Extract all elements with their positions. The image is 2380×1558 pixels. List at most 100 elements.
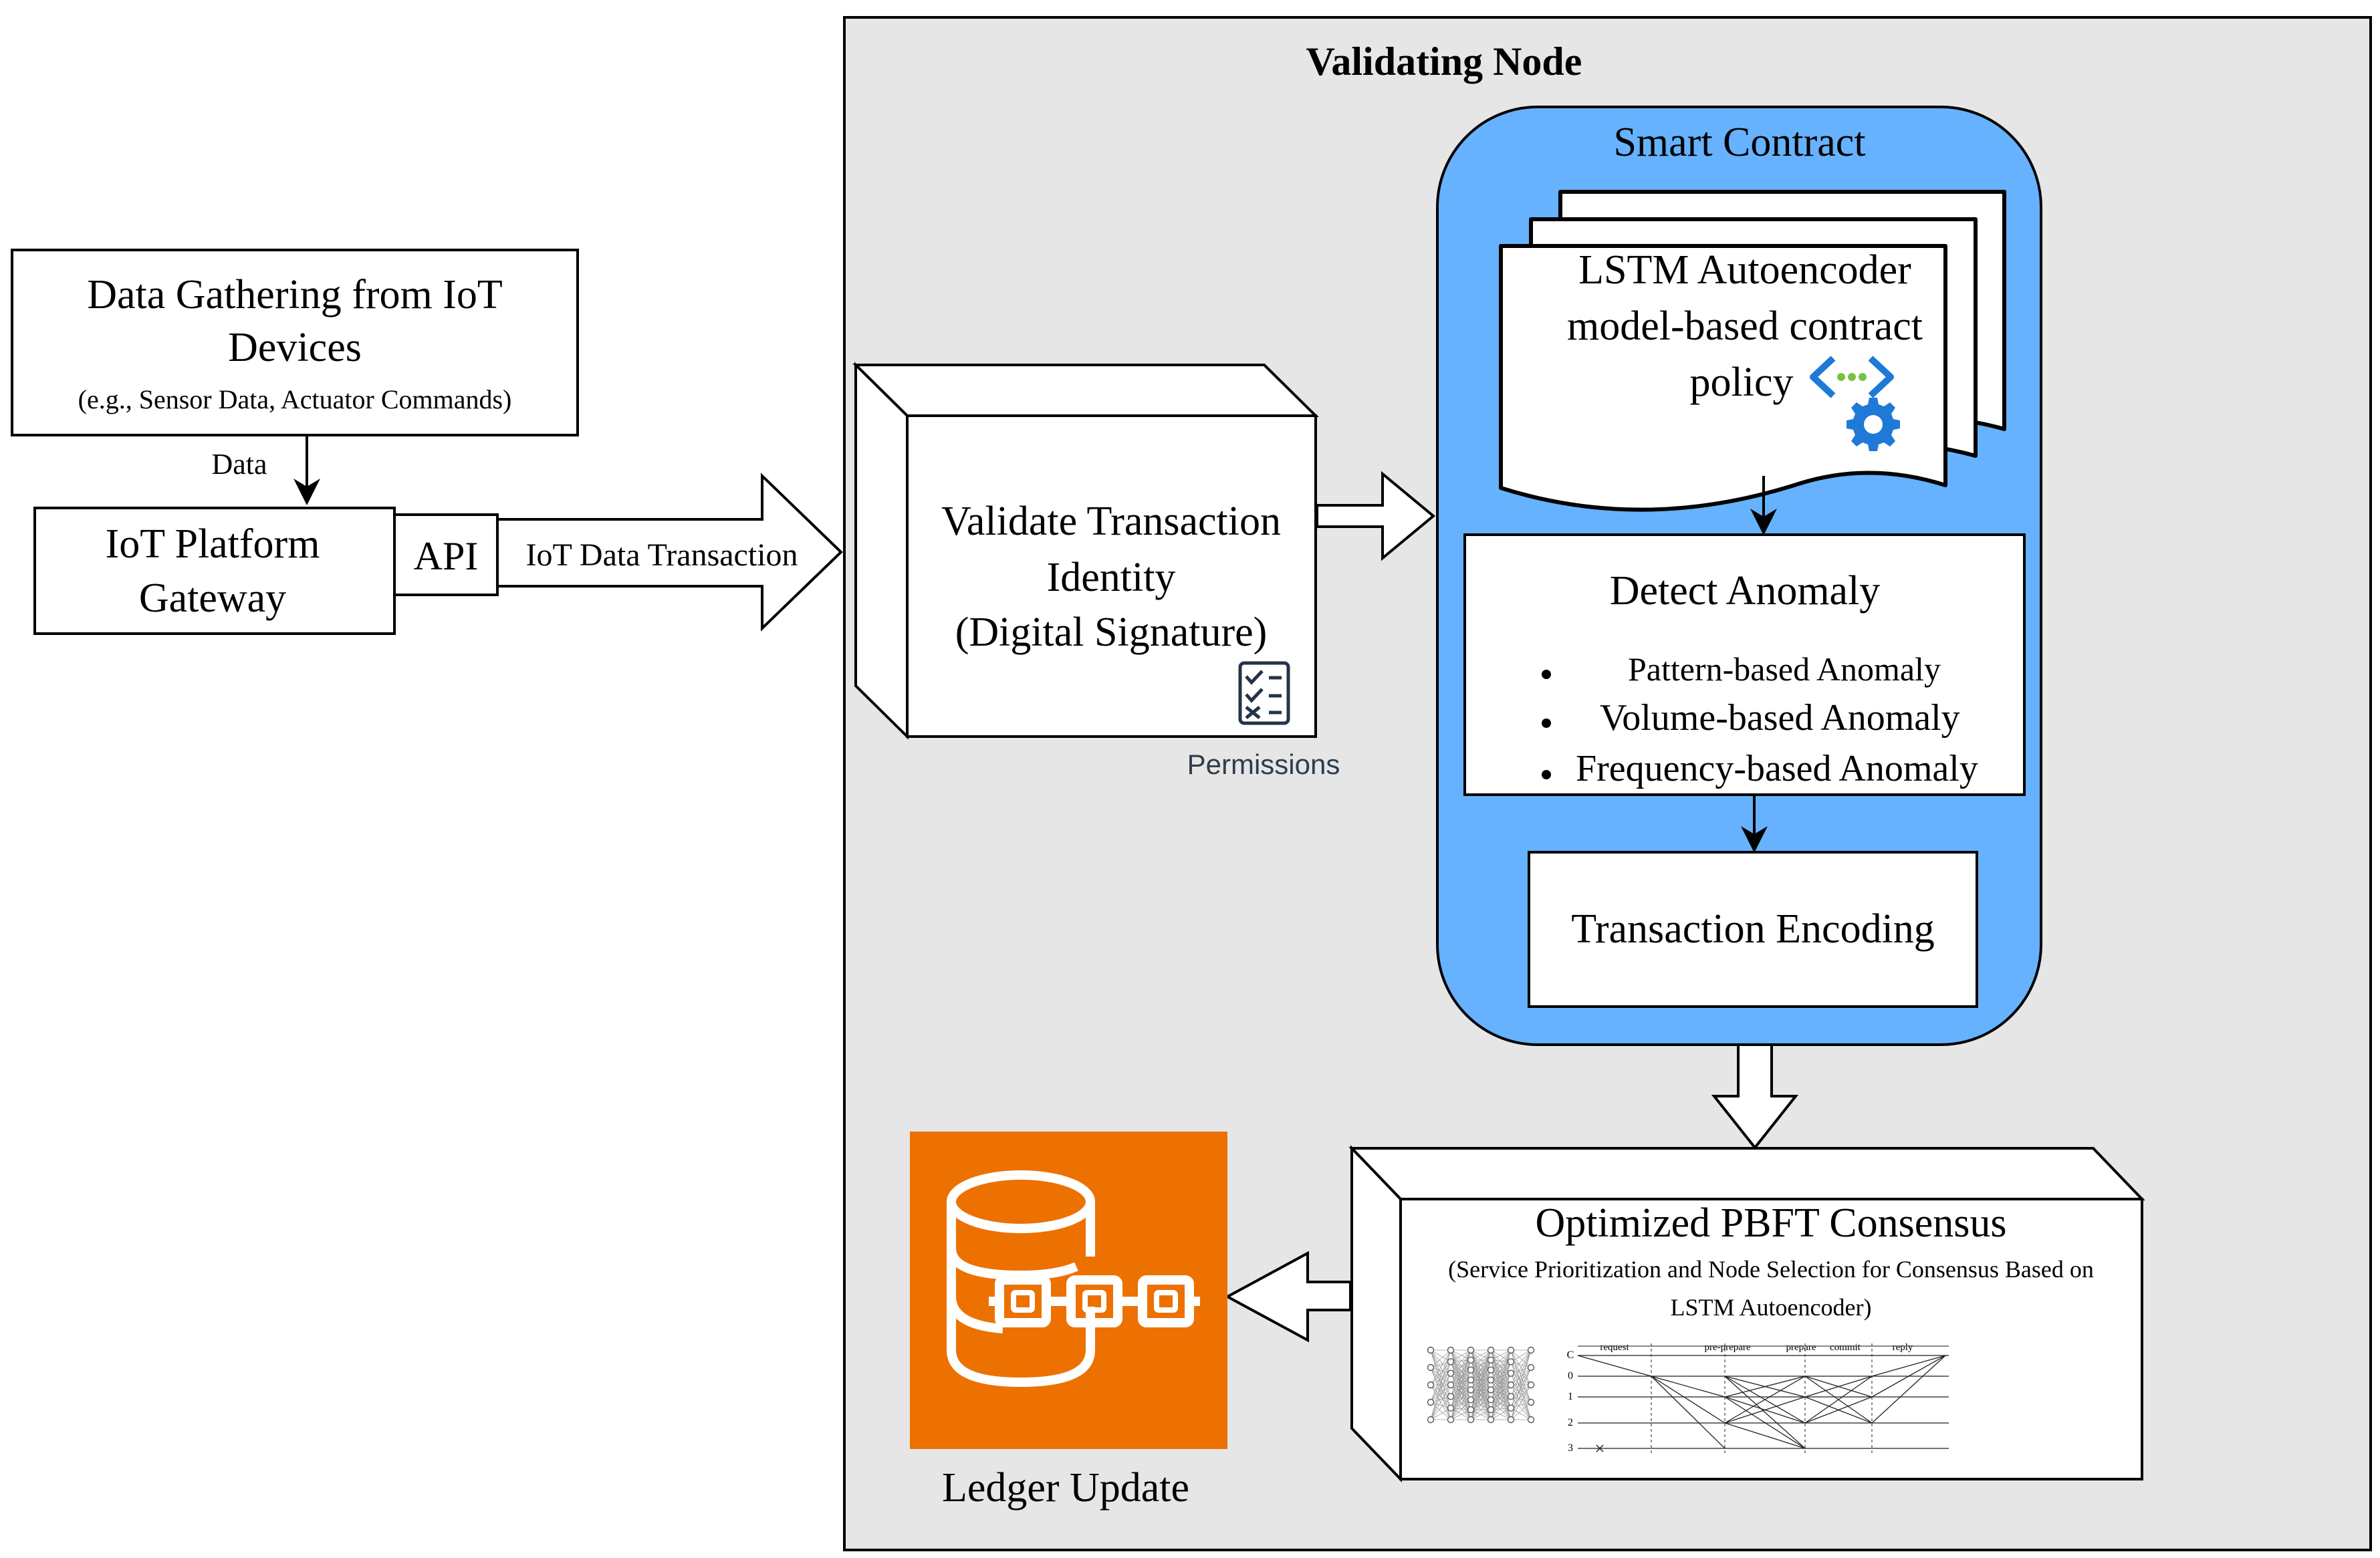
nn-edge bbox=[1430, 1396, 1451, 1403]
nn-edge bbox=[1490, 1373, 1512, 1420]
nn-edge bbox=[1450, 1390, 1471, 1420]
nn-node bbox=[1527, 1398, 1535, 1406]
nn-node bbox=[1447, 1404, 1455, 1412]
nn-edge bbox=[1510, 1396, 1532, 1403]
nn-node bbox=[1467, 1356, 1475, 1364]
nn-edge bbox=[1450, 1349, 1471, 1380]
nn-edge bbox=[1510, 1367, 1532, 1386]
nn-node bbox=[1487, 1356, 1495, 1364]
nn-edge bbox=[1510, 1349, 1532, 1368]
data-edge-label: Data bbox=[211, 448, 267, 481]
nn-node bbox=[1467, 1396, 1475, 1404]
nn-node bbox=[1527, 1381, 1535, 1389]
nn-edge bbox=[1510, 1349, 1532, 1362]
nn-node bbox=[1487, 1346, 1495, 1354]
pbft-phase-label: pre-prepare bbox=[1704, 1342, 1750, 1353]
bullet-2 bbox=[1542, 719, 1551, 728]
anomaly-item-pattern: Pattern-based Anomaly bbox=[1628, 650, 1941, 688]
nn-edge bbox=[1510, 1408, 1532, 1420]
pbft-message bbox=[1871, 1355, 1946, 1377]
nn-edge bbox=[1470, 1349, 1492, 1370]
nn-edge bbox=[1450, 1349, 1471, 1362]
iot-data-transaction-arrow: IoT Data Transaction bbox=[496, 473, 843, 632]
transaction-encoding-label: Transaction Encoding bbox=[1571, 906, 1935, 952]
nn-node bbox=[1467, 1366, 1475, 1374]
nn-edge bbox=[1450, 1359, 1471, 1386]
nn-edge bbox=[1490, 1349, 1512, 1390]
nn-edge bbox=[1510, 1384, 1532, 1408]
nn-edge bbox=[1470, 1390, 1492, 1420]
nn-edge bbox=[1510, 1402, 1532, 1420]
nn-node bbox=[1447, 1393, 1455, 1400]
nn-edge bbox=[1450, 1390, 1471, 1397]
nn-edge bbox=[1470, 1370, 1492, 1420]
pbft-title: Optimized PBFT Consensus bbox=[1535, 1200, 2006, 1246]
nn-edge bbox=[1490, 1373, 1512, 1380]
pbft-message bbox=[1871, 1355, 1946, 1398]
nn-node bbox=[1507, 1381, 1515, 1389]
nn-edge bbox=[1490, 1380, 1512, 1408]
ledger-update-label: Ledger Update bbox=[942, 1465, 1189, 1511]
permissions-caption: Permissions bbox=[1187, 749, 1340, 780]
pbft-subtitle-line2: LSTM Autoencoder) bbox=[1671, 1294, 1872, 1321]
transaction-encoding-box: Transaction Encoding bbox=[1528, 851, 1978, 1008]
detect-anomaly-box: Detect Anomaly Pattern-based Anomaly Vol… bbox=[1463, 533, 2026, 796]
nn-node bbox=[1467, 1376, 1475, 1384]
nn-edge bbox=[1490, 1384, 1512, 1410]
nn-edge bbox=[1450, 1380, 1471, 1420]
smart-contract-title: Smart Contract bbox=[1613, 120, 1865, 165]
nn-edge bbox=[1450, 1370, 1471, 1397]
nn-edge bbox=[1470, 1349, 1492, 1380]
nn-edge bbox=[1510, 1349, 1532, 1374]
nn-edge bbox=[1430, 1349, 1451, 1362]
nn-edge bbox=[1490, 1384, 1512, 1420]
nn-edge bbox=[1430, 1361, 1451, 1403]
nn-node bbox=[1527, 1346, 1535, 1354]
api-label: API bbox=[414, 534, 479, 578]
anomaly-item-frequency: Frequency-based Anomaly bbox=[1576, 748, 1978, 789]
data-gathering-subtitle: (e.g., Sensor Data, Actuator Commands) bbox=[78, 384, 512, 414]
pbft-message bbox=[1724, 1376, 1806, 1398]
contract-to-pbft-arrow bbox=[1711, 1043, 1799, 1150]
nn-edge bbox=[1430, 1373, 1451, 1403]
pbft-faulty-marker bbox=[1596, 1444, 1604, 1452]
nn-edge bbox=[1430, 1373, 1451, 1386]
nn-edge bbox=[1490, 1373, 1512, 1410]
gateway-label-line2: Gateway bbox=[139, 575, 286, 621]
nn-edge bbox=[1430, 1349, 1451, 1368]
detect-anomaly-title: Detect Anomaly bbox=[1610, 568, 1881, 614]
anomaly-item-volume: Volume-based Anomaly bbox=[1600, 697, 1960, 739]
data-gathering-box: Data Gathering from IoT Devices (e.g., S… bbox=[11, 249, 579, 436]
neural-network-icon bbox=[1427, 1346, 1535, 1424]
nn-edge bbox=[1430, 1367, 1451, 1374]
nn-node bbox=[1447, 1381, 1455, 1389]
nn-edge bbox=[1510, 1367, 1532, 1397]
nn-node bbox=[1447, 1346, 1455, 1354]
nn-edge bbox=[1490, 1373, 1512, 1390]
nn-edge bbox=[1450, 1409, 1471, 1420]
nn-edge bbox=[1470, 1349, 1492, 1361]
permissions-icon bbox=[1238, 661, 1290, 725]
pbft-message bbox=[1651, 1376, 1726, 1424]
nn-edge bbox=[1450, 1370, 1471, 1420]
nn-edge bbox=[1510, 1349, 1532, 1386]
nn-edge bbox=[1430, 1361, 1451, 1420]
nn-edge bbox=[1450, 1370, 1471, 1386]
pbft-message bbox=[1724, 1396, 1806, 1424]
nn-edge bbox=[1510, 1367, 1532, 1374]
nn-node bbox=[1527, 1416, 1535, 1424]
nn-edge bbox=[1430, 1373, 1451, 1420]
policy-line2: model-based contract bbox=[1567, 303, 1923, 349]
nn-node bbox=[1487, 1376, 1495, 1384]
nn-node bbox=[1427, 1381, 1435, 1389]
nn-node bbox=[1487, 1366, 1495, 1374]
nn-node bbox=[1507, 1370, 1515, 1377]
nn-node bbox=[1487, 1416, 1495, 1424]
nn-edge bbox=[1490, 1349, 1512, 1380]
nn-edge bbox=[1450, 1361, 1471, 1390]
pbft-message bbox=[1804, 1396, 1873, 1424]
nn-node bbox=[1467, 1386, 1475, 1394]
pbft-replica-label: C bbox=[1567, 1349, 1574, 1361]
nn-edge bbox=[1510, 1349, 1532, 1397]
